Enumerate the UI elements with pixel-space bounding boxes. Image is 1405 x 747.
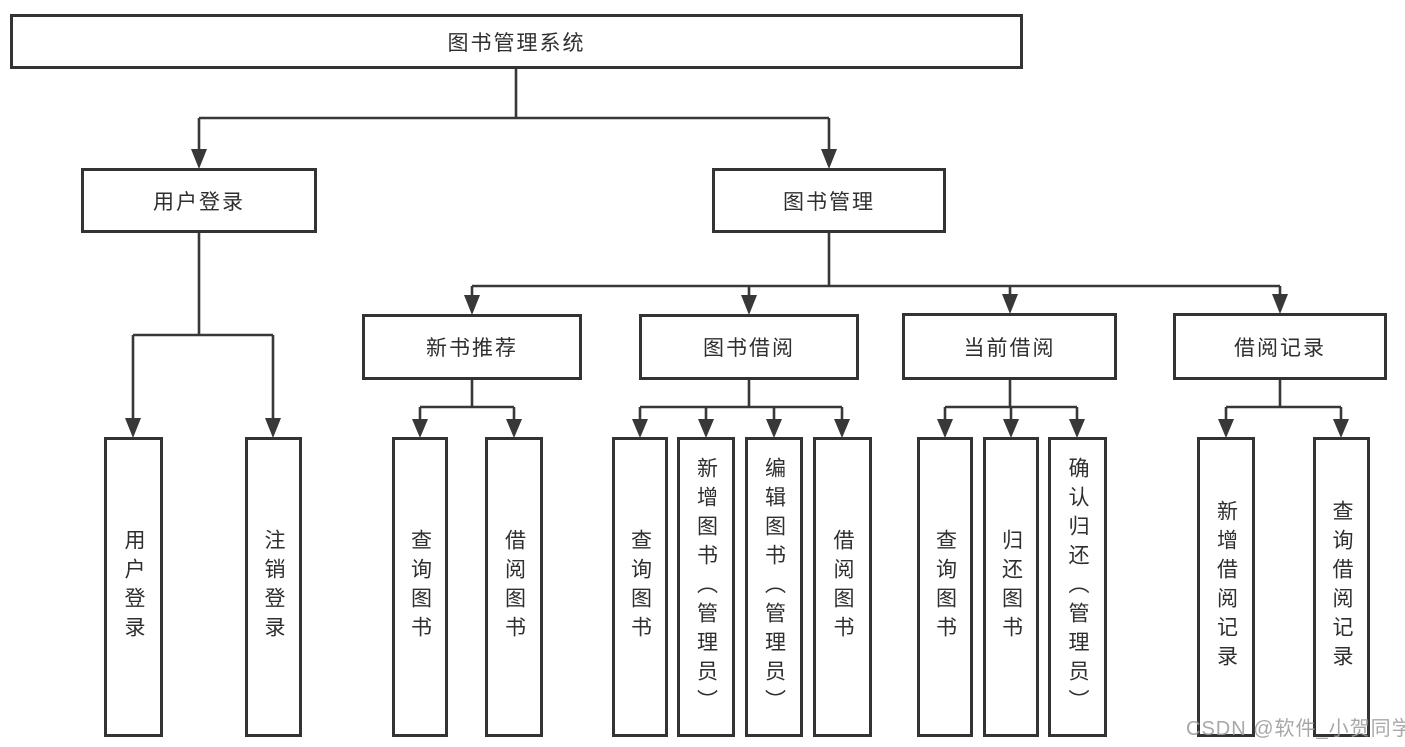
node-leaf-query-borrow-record: 查询借阅记录 (1313, 437, 1370, 737)
node-leaf-return-book-label: 归还图书 (999, 529, 1023, 645)
node-leaf-borrow-book-1: 借阅图书 (485, 437, 543, 737)
csdn-watermark: CSDN @软件_小贺同学 (1186, 718, 1405, 740)
node-leaf-add-book: 新增图书（管理员） (677, 437, 735, 737)
node-current-borrow: 当前借阅 (902, 313, 1117, 380)
node-leaf-user-login: 用户登录 (104, 437, 163, 737)
arrowheads (125, 149, 1349, 438)
node-new-book-rec: 新书推荐 (362, 314, 582, 380)
node-leaf-add-borrow-record-label: 新增借阅记录 (1214, 500, 1238, 674)
node-leaf-borrow-book-2-label: 借阅图书 (831, 529, 854, 645)
node-leaf-edit-book-label: 编辑图书（管理员） (762, 456, 786, 718)
node-borrow-records: 借阅记录 (1173, 313, 1387, 380)
node-leaf-query-book-2-label: 查询图书 (628, 529, 652, 645)
node-root: 图书管理系统 (10, 14, 1023, 69)
node-leaf-user-login-label: 用户登录 (122, 529, 145, 645)
node-leaf-query-book-3-label: 查询图书 (933, 529, 957, 645)
node-leaf-query-borrow-record-label: 查询借阅记录 (1330, 500, 1353, 674)
node-leaf-return-book: 归还图书 (983, 437, 1039, 737)
node-user-login: 用户登录 (81, 168, 317, 233)
node-leaf-borrow-book-2: 借阅图书 (813, 437, 872, 737)
node-leaf-confirm-return-label: 确认归还（管理员） (1066, 456, 1089, 718)
node-book-mgmt: 图书管理 (712, 168, 946, 233)
node-leaf-logout: 注销登录 (245, 437, 302, 737)
node-leaf-query-book-1-label: 查询图书 (408, 529, 432, 645)
node-leaf-add-book-label: 新增图书（管理员） (694, 456, 718, 718)
node-leaf-query-book-2: 查询图书 (612, 437, 668, 737)
node-leaf-borrow-book-1-label: 借阅图书 (502, 529, 526, 645)
node-leaf-add-borrow-record: 新增借阅记录 (1197, 437, 1255, 737)
node-book-borrow: 图书借阅 (639, 314, 859, 380)
node-leaf-query-book-1: 查询图书 (392, 437, 448, 737)
node-leaf-logout-label: 注销登录 (262, 529, 285, 645)
node-leaf-query-book-3: 查询图书 (917, 437, 973, 737)
node-leaf-edit-book: 编辑图书（管理员） (745, 437, 803, 737)
node-leaf-confirm-return: 确认归还（管理员） (1048, 437, 1107, 737)
